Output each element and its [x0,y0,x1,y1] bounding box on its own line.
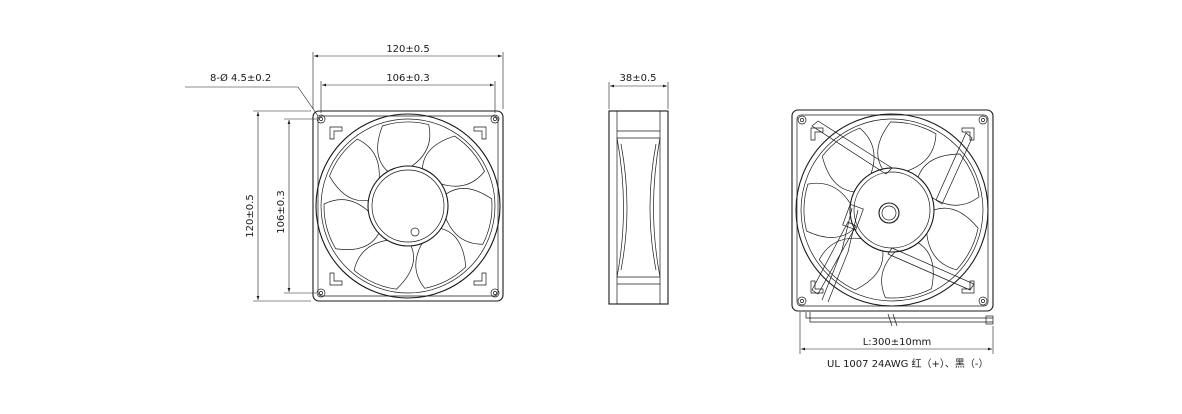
cable-break-mark [887,313,893,327]
rear-motor-housing [849,167,935,253]
mounting-hole [316,288,326,298]
fan-blade [353,239,414,290]
rear-venturi-ring [795,113,989,307]
front-blades [323,121,493,290]
cable-wire [809,312,993,323]
front-height-inner-label: 106±0.3 [276,190,287,233]
support-strut [811,221,857,295]
front-mounting-holes [316,114,500,298]
cable-channel [821,207,853,301]
support-strut [935,132,973,205]
cable-spec-label: UL 1007 24AWG 红（+）、黑（-） [827,357,989,370]
rear-frame-outer [791,109,994,312]
cable-length-label: L:300±10mm [863,337,932,348]
side-view: 38±0.5 [608,73,669,305]
fan-blade [422,135,485,187]
fan-blade [329,138,380,202]
fan-blade [445,188,493,245]
front-frame-inner [317,115,499,297]
fan-blade [803,182,855,238]
mounting-hole [797,296,807,306]
front-width-inner-label: 106±0.3 [386,73,429,84]
fan-blade [917,153,980,206]
hub-label-dot [410,227,420,237]
cable-wire [805,312,993,319]
support-strut [811,120,893,175]
hole-callout-leader [185,86,319,117]
fan-blade [415,228,467,289]
fan-blade [926,207,979,271]
front-hub-inner [371,169,445,243]
mounting-hole [978,296,988,306]
corner-tab [473,126,487,140]
rear-view: L:300±10mm UL 1007 24AWG 红（+）、黑（-） [791,109,994,370]
corner-tab [329,272,343,286]
fan-blade [821,127,875,193]
mounting-hole [978,115,988,125]
mounting-hole [490,114,500,124]
front-hub [367,165,449,247]
corner-tab [473,272,487,286]
side-depth-label: 38±0.5 [619,73,656,84]
front-venturi-inner [320,118,496,294]
fan-blade [877,121,937,172]
front-venturi-ring [315,113,501,299]
front-width-outer-label: 120±0.5 [386,44,429,55]
front-height-outer-label: 120±0.5 [245,194,256,237]
side-venturi-curve [653,137,661,278]
side-body-outline [608,110,669,305]
front-view: 120±0.5 106±0.3 120±0.5 106±0.3 8-Ø 4.5±… [185,44,504,302]
fan-blade [323,199,380,250]
cable-clip [842,203,864,231]
front-frame-outer [312,110,504,302]
side-venturi-curve [616,137,624,278]
rear-bearing-cap [878,202,900,224]
corner-tab [329,126,343,140]
fan-blade [377,121,431,172]
mounting-hole [797,115,807,125]
hole-spec-label: 8-Ø 4.5±0.2 [210,72,271,84]
rear-mounting-holes [797,115,988,306]
rear-blades [803,121,980,299]
cable-terminal [985,315,994,325]
fan-blade [881,242,934,299]
mounting-hole [316,114,326,124]
mounting-hole [490,288,500,298]
fan-blade [818,237,884,291]
